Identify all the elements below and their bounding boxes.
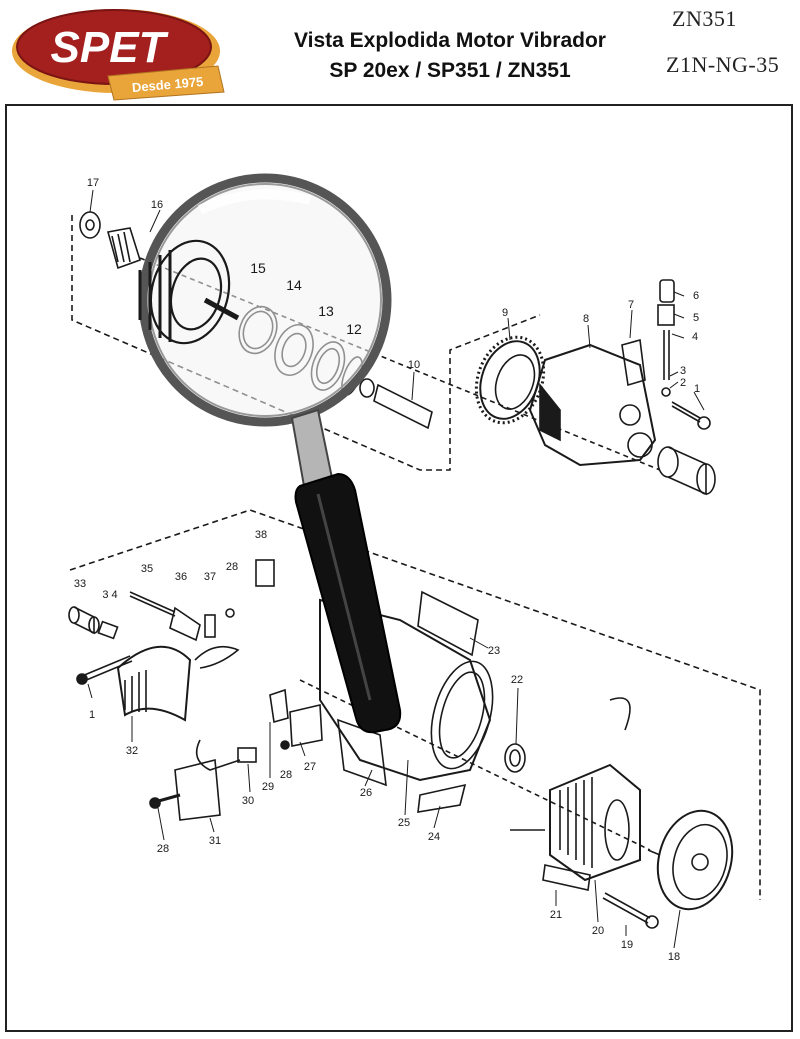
callout-34: 3 4	[102, 589, 117, 601]
part-1-screw-upper	[671, 401, 701, 423]
upper-guide-line	[71, 215, 541, 471]
part-33-bushing	[68, 606, 100, 635]
part-8-housing	[528, 343, 657, 467]
lower-guide-line	[69, 509, 761, 900]
callout-30: 30	[242, 795, 254, 807]
callout-35: 35	[141, 563, 153, 575]
magnifier-neck	[290, 408, 334, 488]
part-1-screw-lower-head	[76, 673, 88, 685]
magnifier: 15 14 13 12	[138, 173, 402, 734]
callout-9: 9	[502, 307, 508, 319]
part-30-connector	[237, 747, 257, 763]
wire-loop	[194, 645, 240, 669]
callout-25: 25	[398, 817, 410, 829]
callout-18: 18	[668, 951, 680, 963]
callout-17: 17	[87, 177, 99, 189]
part-30-wire	[195, 739, 241, 771]
callout-31: 31	[209, 835, 221, 847]
coupling	[657, 446, 716, 496]
callout-16: 16	[151, 199, 163, 211]
magnifier-handle	[294, 472, 402, 734]
model-code: ZN351	[672, 6, 737, 31]
callout-28-cover: 28	[157, 843, 169, 855]
part-34-insert	[97, 620, 119, 640]
callout-4: 4	[692, 331, 698, 343]
logo-ribbon	[107, 65, 225, 101]
part-27-terminal	[289, 704, 323, 747]
part-28-screw-terminal	[280, 740, 290, 750]
part-38-switch	[255, 559, 275, 587]
part-37-clamp	[204, 614, 216, 638]
callout-2: 2	[680, 377, 686, 389]
part-1-screw-head	[697, 416, 711, 430]
callout-22: 22	[511, 674, 523, 686]
leader-lines	[87, 189, 705, 949]
part-21-brush	[542, 864, 591, 891]
part-28-screw-small	[225, 608, 235, 618]
part-22-bearing	[504, 743, 526, 773]
stator-lead	[609, 697, 631, 731]
magnified-rotor	[138, 239, 240, 345]
part-23-label	[417, 590, 479, 657]
callout-1-lower: 1	[89, 709, 95, 721]
callout-38: 38	[255, 529, 267, 541]
part-35-cable	[129, 591, 176, 617]
part-19-screw	[602, 892, 651, 924]
part-code: Z1N-NG-35	[666, 52, 780, 77]
title-line-1: Vista Explodida Motor Vibrador	[294, 29, 606, 52]
callout-1-upper: 1	[694, 383, 700, 395]
part-32-brush-holder	[116, 645, 192, 722]
callout-6: 6	[693, 290, 699, 302]
magnifier-handle-highlight	[316, 493, 372, 701]
magnifier-glare	[197, 189, 312, 215]
callout-24: 24	[428, 831, 440, 843]
diagram-frame	[5, 104, 793, 1032]
callout-14: 14	[286, 277, 302, 293]
part-20-stator	[510, 697, 641, 882]
part-16-rotor	[106, 227, 141, 270]
callout-13: 13	[318, 303, 334, 319]
part-25-housing	[319, 598, 494, 782]
callout-3: 3	[680, 365, 686, 377]
callout-23: 23	[488, 645, 500, 657]
callout-32: 32	[126, 745, 138, 757]
title-line-2: SP 20ex / SP351 / ZN351	[329, 59, 571, 82]
callout-36: 36	[175, 571, 187, 583]
magnifier-lens-ring	[138, 173, 392, 427]
callout-10: 10	[408, 359, 420, 371]
part-7-clip	[621, 338, 646, 387]
callout-15: 15	[250, 260, 266, 276]
callout-19: 19	[621, 939, 633, 951]
part-19-screw-head	[645, 915, 659, 929]
logo-brand: SPET	[51, 23, 169, 72]
callout-8: 8	[583, 313, 589, 325]
part-29-bracket	[269, 688, 289, 724]
part-2-6-stack	[657, 279, 675, 397]
callout-33: 33	[74, 578, 86, 590]
callout-28-small: 28	[226, 561, 238, 573]
page-title: Vista Explodida Motor Vibrador SP 20ex /…	[230, 26, 670, 86]
part-1-screw-lower	[81, 655, 133, 682]
callout-5: 5	[693, 312, 699, 324]
part-28-screw-cover-head	[149, 797, 161, 809]
part-24-label	[417, 783, 467, 813]
callout-12: 12	[346, 321, 362, 337]
part-18-end-cap	[647, 809, 734, 911]
callout-37: 37	[204, 571, 216, 583]
callout-7: 7	[628, 299, 634, 311]
part-31-cover	[174, 758, 221, 821]
part-10-shaft	[359, 378, 433, 430]
callout-27: 27	[304, 761, 316, 773]
spet-logo: SPET Desde 1975	[12, 9, 225, 101]
callout-29: 29	[262, 781, 274, 793]
part-17-washer	[79, 211, 101, 239]
callout-20: 20	[592, 925, 604, 937]
callout-21: 21	[550, 909, 562, 921]
callout-28-terminal: 28	[280, 769, 292, 781]
callout-26: 26	[360, 787, 372, 799]
part-36-grommet	[169, 606, 201, 642]
logo-tagline: Desde 1975	[131, 74, 204, 95]
